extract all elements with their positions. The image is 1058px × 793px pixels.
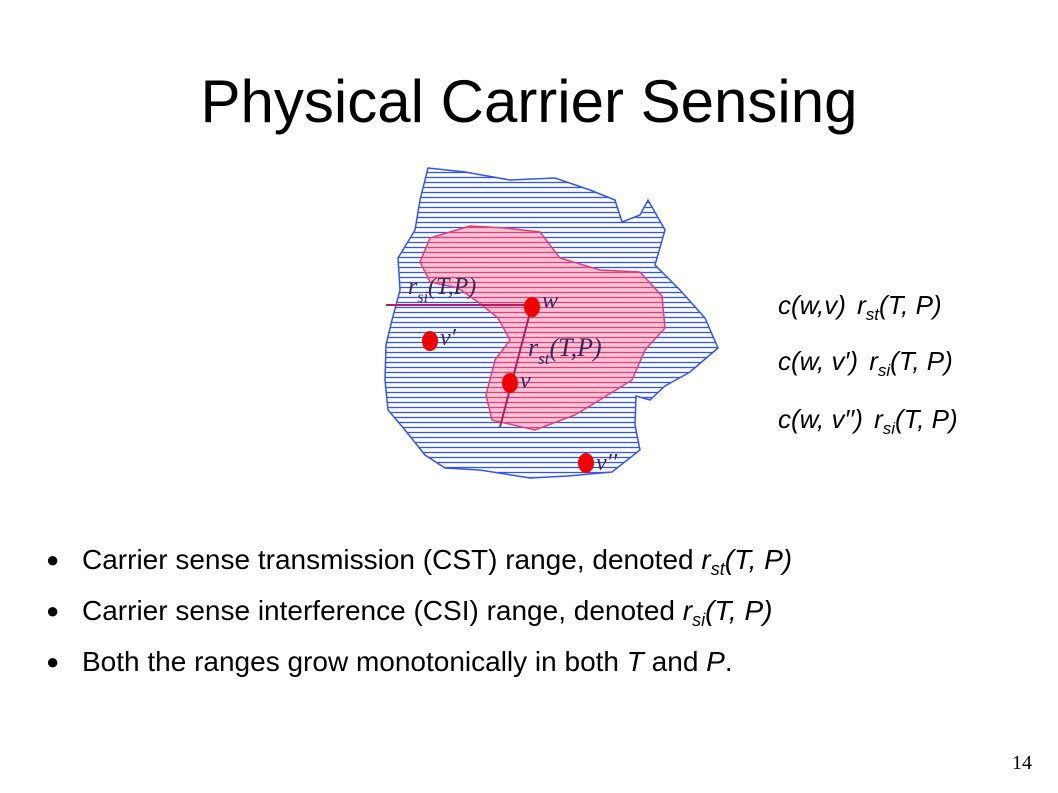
rsi-label: rsi(T,P) [408,274,476,306]
slide-title: Physical Carrier Sensing [200,68,858,135]
bullet-item-csi: ● Carrier sense interference (CSI) range,… [46,595,792,636]
rst-radius-line [499,304,533,428]
bullet-T: T [626,646,644,677]
node-v1-label: v′ [440,325,457,351]
bullet-text: Carrier sense interference (CSI) range, … [82,595,683,626]
equation-2-sub: si [877,361,891,380]
node-v [502,373,518,393]
rst-label: rst(T,P) [528,333,602,368]
equation-3-lhs: c(w, v′′) [778,404,863,434]
equation-3-r: r [874,404,883,434]
node-v1 [422,331,438,351]
bullet-tail: (T, P) [705,595,773,626]
node-w-label: w [542,288,558,314]
bullet-item-monotonic: ● Both the ranges grow monotonically in b… [46,646,792,678]
bullet-sub: st [710,559,725,579]
equation-1-r: r [857,290,866,320]
equation-1: c(w,v) rst(T, P) [778,290,942,330]
equation-2-rhs: (T, P) [890,346,953,376]
bullet-r: r [682,595,693,626]
node-w [524,297,540,317]
bullet-sub: si [692,610,706,630]
equation-3-rhs: (T, P) [895,404,958,434]
bullet-dot: ● [46,547,60,572]
page-number: 14 [1012,752,1032,774]
bullet-list: ● Carrier sense transmission (CST) range,… [46,544,792,688]
equation-2-lhs: c(w, v′) [778,346,858,376]
node-v2-label: v′′ [596,450,618,476]
equation-1-lhs: c(w,v) [778,290,846,320]
bullet-dot: ● [46,598,60,623]
equation-3-sub: si [882,419,896,438]
bullet-mid: and [643,646,707,677]
equation-2-r: r [869,346,878,376]
cst-range-region [419,225,666,431]
bullet-tail: (T, P) [724,544,793,575]
equation-2: c(w, v′) rsi(T, P) [778,346,953,386]
bullet-item-cst: ● Carrier sense transmission (CST) range,… [46,544,792,585]
bullet-r: r [701,544,711,575]
equation-3: c(w, v′′) rsi(T, P) [778,404,958,444]
bullet-dot: ● [46,649,60,674]
bullet-P: P [706,646,725,677]
node-v-label: v [520,368,531,394]
equation-1-sub: st [865,305,880,324]
bullet-text: Carrier sense transmission (CST) range, … [82,544,702,575]
equation-1-rhs: (T, P) [879,290,942,320]
node-v2 [578,453,594,473]
bullet-text: Both the ranges grow monotonically in bo… [82,646,627,677]
bullet-end: . [724,646,733,677]
